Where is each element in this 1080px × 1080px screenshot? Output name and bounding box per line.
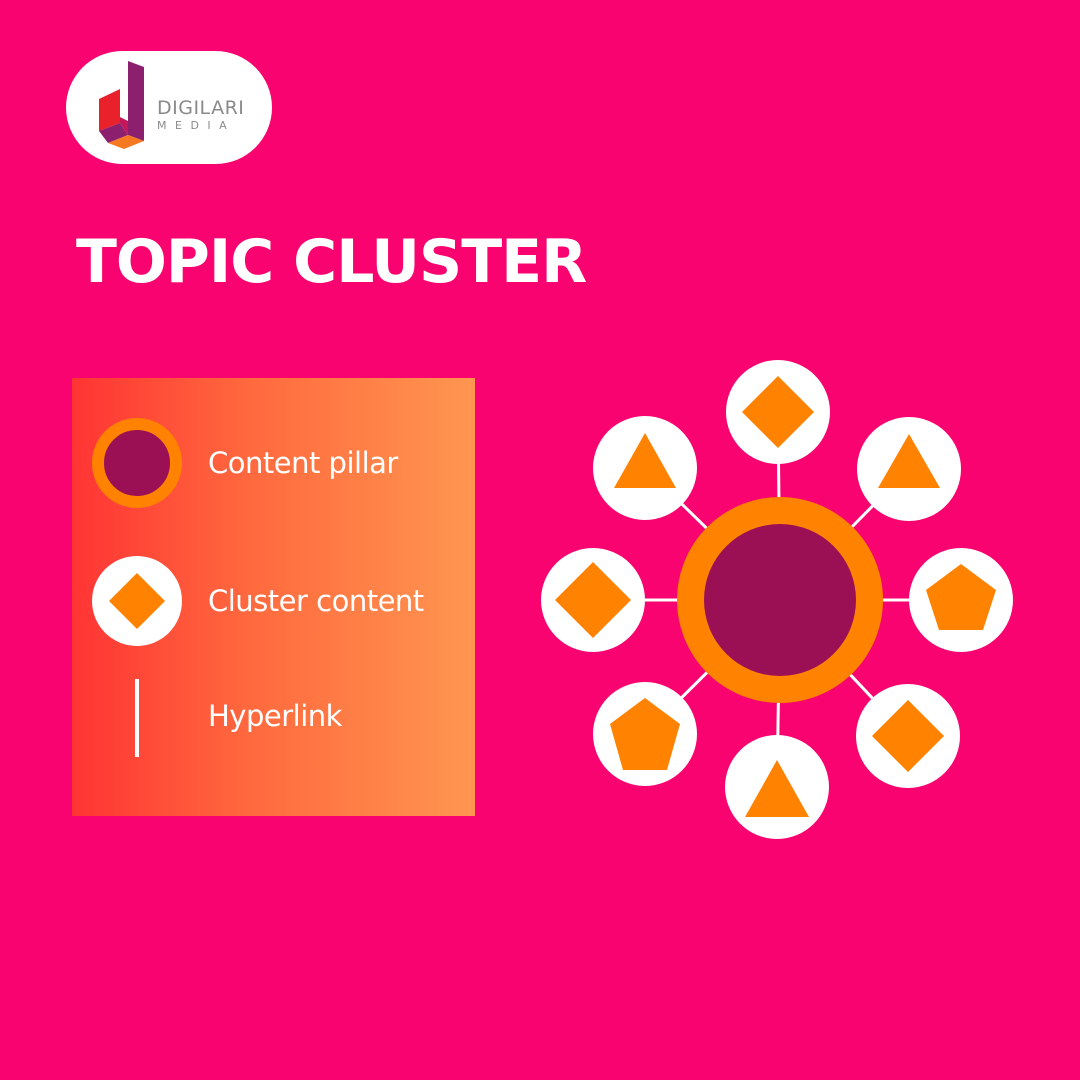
- triangle-icon: [614, 433, 676, 488]
- topic-cluster-diagram: [541, 360, 1013, 839]
- diamond-icon: [872, 700, 944, 772]
- logo: DIGILARI MEDIA: [66, 51, 272, 164]
- cluster-node-top-right: [857, 417, 961, 521]
- content-pillar-hub: [677, 497, 883, 703]
- content-pillar-circle-icon: [92, 418, 182, 508]
- cluster-node-bottom-left: [593, 682, 697, 786]
- legend-label-cluster-content: Cluster content: [208, 584, 424, 618]
- cluster-node-top-left: [593, 416, 697, 520]
- legend-label-content-pillar: Content pillar: [208, 446, 398, 480]
- cluster-node-left: [541, 548, 645, 652]
- logo-wordmark: DIGILARI MEDIA: [157, 97, 245, 132]
- logo-name-line1: DIGILARI: [157, 97, 245, 119]
- pentagon-icon: [926, 564, 996, 630]
- diamond-icon: [555, 562, 631, 638]
- cluster-node-right: [909, 548, 1013, 652]
- logo-name-line2: MEDIA: [157, 119, 236, 132]
- triangle-icon: [745, 760, 809, 817]
- legend-panel: Content pillar Cluster content Hyperlink: [72, 378, 475, 816]
- page-title: TOPIC CLUSTER: [76, 227, 587, 297]
- diamond-icon: [92, 556, 182, 646]
- cluster-node-bottom-right: [856, 684, 960, 788]
- legend-item-hyperlink: Hyperlink: [72, 671, 475, 761]
- cluster-node-top: [726, 360, 830, 464]
- digilari-logo-mark-icon: [99, 61, 144, 149]
- hyperlink-line-icon: [135, 679, 139, 757]
- diamond-icon: [742, 376, 814, 448]
- legend-item-content-pillar: Content pillar: [72, 418, 475, 508]
- cluster-node-bottom: [725, 735, 829, 839]
- legend-label-hyperlink: Hyperlink: [208, 699, 342, 733]
- legend-item-cluster-content: Cluster content: [72, 556, 475, 646]
- pentagon-icon: [610, 698, 680, 770]
- triangle-icon: [878, 434, 940, 488]
